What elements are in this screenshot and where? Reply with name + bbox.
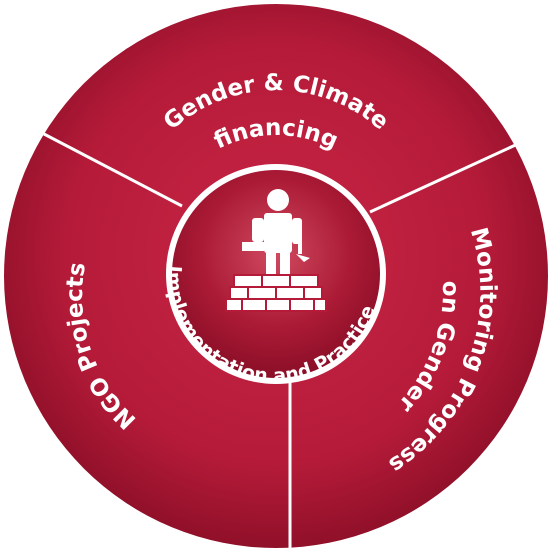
bricklayer-icon xyxy=(225,189,327,312)
divider-right xyxy=(369,140,523,214)
divider-left xyxy=(43,132,183,208)
